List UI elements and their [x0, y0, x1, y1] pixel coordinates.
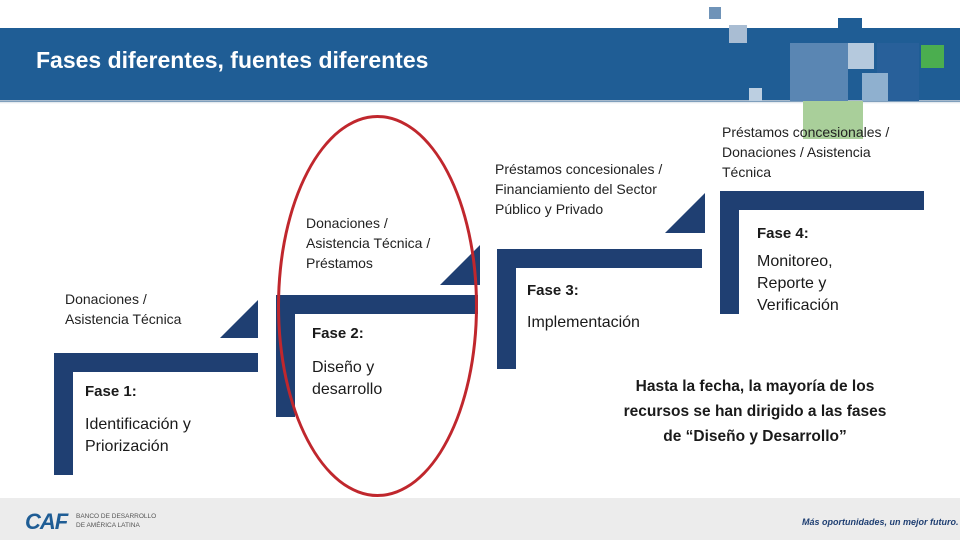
- banner-shadow: [0, 100, 960, 104]
- phase-4-sources: Préstamos concesionales /Donaciones / As…: [722, 124, 890, 180]
- phase-3-label: Fase 3:: [527, 282, 579, 299]
- footer: [0, 498, 960, 540]
- footer-slogan: Más oportunidades, un mejor futuro.: [802, 517, 959, 527]
- phase-4-label: Fase 4:: [757, 225, 809, 242]
- caf-logo: CAF: [25, 509, 68, 534]
- phase-3-step: [497, 249, 702, 369]
- phase-1-label: Fase 1:: [85, 383, 137, 400]
- phase-1-sources: Donaciones /Asistencia Técnica: [65, 291, 182, 327]
- phase-1-arrow: [220, 300, 258, 338]
- phase-1-step: [54, 353, 258, 475]
- highlight-oval: [277, 115, 478, 497]
- phase-3-arrow: [665, 193, 705, 233]
- phase-3-name: Implementación: [527, 314, 640, 331]
- slide-title: Fases diferentes, fuentes diferentes: [36, 47, 429, 73]
- phase-3-sources: Préstamos concesionales /Financiamiento …: [495, 161, 663, 217]
- phase-4-step: [720, 191, 924, 314]
